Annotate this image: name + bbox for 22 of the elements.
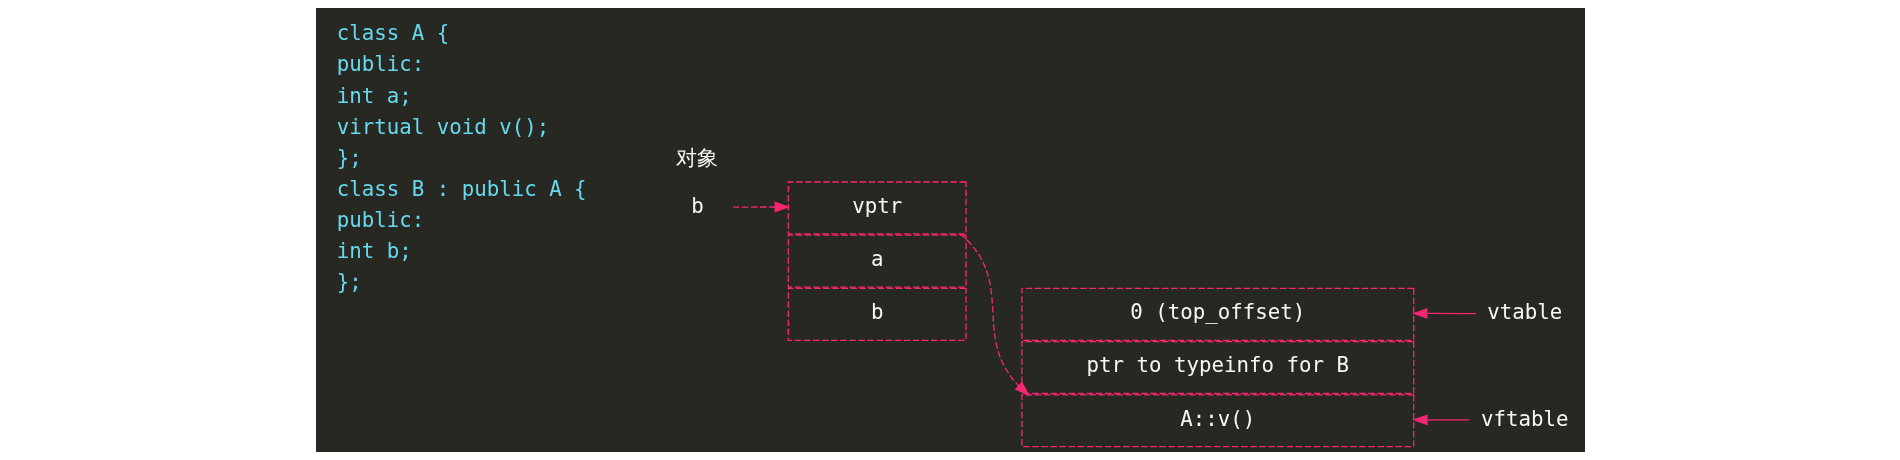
node-box: b [787,287,967,341]
arrow [1411,307,1476,319]
label: }; [336,270,362,295]
label: int b; [336,239,412,264]
label: }; [336,145,362,170]
label: virtual void v(); [336,114,549,139]
arrow [731,201,790,213]
label: public: [336,52,424,77]
node-box: vptr [787,181,967,235]
node-box: ptr to typeinfo for B [1020,340,1414,395]
label: class B : public A { [336,177,587,201]
node-box: 0 (top_offset) [1020,287,1414,341]
node-text: vtable [1486,300,1562,325]
arrow [1411,414,1470,426]
node-text: vftable [1480,406,1568,431]
label: public: [336,208,424,233]
label: class A { [336,21,449,46]
node-box: a [787,234,967,288]
label: int a; [336,83,412,108]
node-text: b [690,193,704,218]
node-box: A::v() [1020,394,1414,448]
label: 对象 [675,145,718,170]
